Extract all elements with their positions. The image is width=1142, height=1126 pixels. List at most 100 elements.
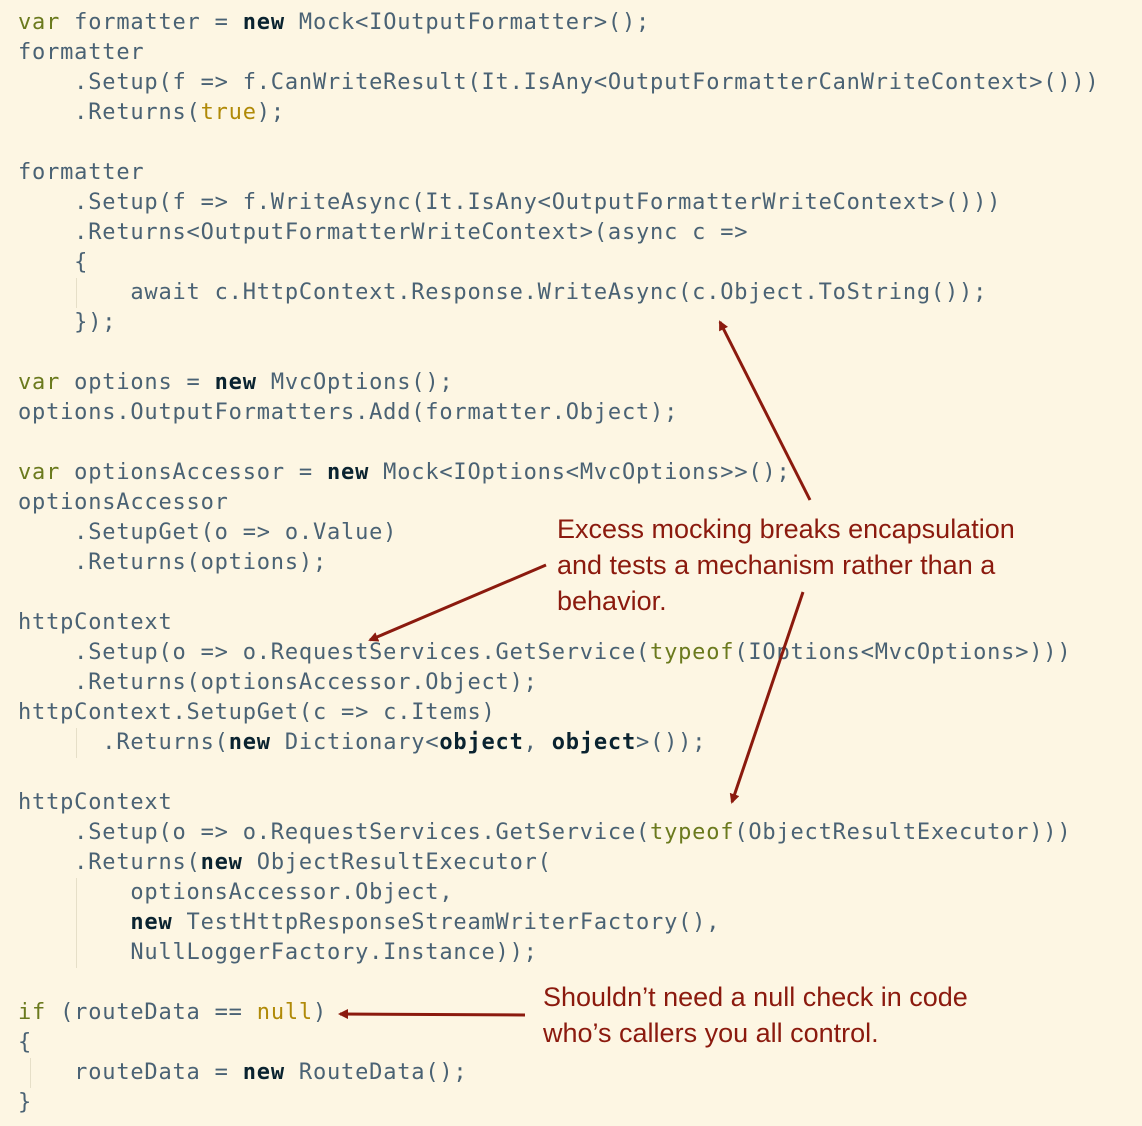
code-token: NullLoggerFactory.Instance));: [18, 940, 538, 965]
code-token-new: new: [214, 370, 257, 395]
code-token: Mock<IOptions<MvcOptions>>();: [369, 460, 791, 485]
code-token: .Returns<OutputFormatterWriteContext>(as…: [18, 220, 749, 245]
code-token-new: new: [327, 460, 370, 485]
code-token: {: [18, 250, 89, 275]
code-line: var options = new MvcOptions();: [18, 368, 1099, 398]
code-line: routeData = new RouteData();: [18, 1058, 1099, 1088]
arrow-to-request-services: [368, 563, 547, 642]
code-token: );: [256, 100, 285, 125]
code-token: ): [312, 1000, 328, 1025]
code-token: .Setup(f => f.WriteAsync(It.IsAny<Output…: [18, 190, 1002, 215]
annotation-line: Shouldn’t need a null check in code: [543, 982, 968, 1012]
code-line: optionsAccessor.Object,: [18, 878, 1099, 908]
code-line: var formatter = new Mock<IOutputFormatte…: [18, 8, 1099, 38]
code-token-kw: if: [18, 1000, 47, 1025]
code-token: >());: [636, 730, 707, 755]
code-token-kw: var: [18, 10, 61, 35]
code-token: httpContext: [18, 610, 173, 635]
arrow-to-write-async: [718, 320, 812, 501]
code-token: }: [18, 1090, 33, 1115]
code-token-lit: null: [256, 1000, 313, 1025]
code-token-new: new: [200, 850, 243, 875]
code-line: httpContext: [18, 608, 1099, 638]
code-token: httpContext: [18, 790, 173, 815]
code-token: optionsAccessor =: [60, 460, 327, 485]
code-token: .Setup(f => f.CanWriteResult(It.IsAny<Ou…: [18, 70, 1100, 95]
code-line: options.OutputFormatters.Add(formatter.O…: [18, 398, 1099, 428]
code-line: optionsAccessor: [18, 488, 1099, 518]
arrow-to-null-check: [338, 1009, 526, 1020]
code-line: .Returns(new ObjectResultExecutor(: [18, 848, 1099, 878]
code-token: formatter =: [60, 10, 243, 35]
code-line: }: [18, 1088, 1099, 1118]
code-token: .Returns(optionsAccessor.Object);: [18, 670, 538, 695]
code-line: new TestHttpResponseStreamWriterFactory(…: [18, 908, 1099, 938]
code-line: .Setup(f => f.WriteAsync(It.IsAny<Output…: [18, 188, 1099, 218]
indent-guide-lambda: [76, 278, 77, 308]
code-token-bold: object: [551, 730, 637, 755]
code-line: .Returns(true);: [18, 98, 1099, 128]
code-token: formatter: [18, 160, 145, 185]
code-token: options.OutputFormatters.Add(formatter.O…: [18, 400, 679, 425]
code-line: .Returns<OutputFormatterWriteContext>(as…: [18, 218, 1099, 248]
code-line: .Returns(options);: [18, 548, 1099, 578]
code-token: RouteData();: [284, 1060, 468, 1085]
code-token: ,: [523, 730, 552, 755]
code-token-new: new: [242, 1060, 285, 1085]
code-line: .SetupGet(o => o.Value): [18, 518, 1099, 548]
code-line: httpContext.SetupGet(c => c.Items): [18, 698, 1099, 728]
code-token: httpContext.SetupGet(c => c.Items): [18, 700, 496, 725]
code-token: formatter: [18, 40, 145, 65]
code-token: options =: [60, 370, 215, 395]
code-line: NullLoggerFactory.Instance));: [18, 938, 1099, 968]
code-token: ObjectResultExecutor(: [242, 850, 552, 875]
code-token: (ObjectResultExecutor))): [734, 820, 1072, 845]
code-token: MvcOptions();: [256, 370, 454, 395]
code-token-kw: var: [18, 370, 61, 395]
indent-guide-if-body: [30, 1058, 31, 1088]
code-token: optionsAccessor: [18, 490, 229, 515]
code-token: routeData =: [18, 1060, 243, 1085]
code-token: TestHttpResponseStreamWriterFactory(),: [172, 910, 721, 935]
annotation-line: and tests a mechanism rather than a: [557, 550, 996, 580]
code-token: optionsAccessor.Object,: [18, 880, 454, 905]
arrow-to-typeof-executor: [729, 591, 805, 804]
code-line: {: [18, 1028, 1099, 1058]
indent-guide-executor: [76, 878, 77, 968]
code-token: });: [18, 310, 117, 335]
code-line: .Returns(optionsAccessor.Object);: [18, 668, 1099, 698]
code-token: await c.HttpContext.Response.WriteAsync(…: [18, 280, 988, 305]
code-token: .Returns(: [18, 850, 201, 875]
code-token: (IOptions<MvcOptions>))): [734, 640, 1072, 665]
code-token: .SetupGet(o => o.Value): [18, 520, 398, 545]
code-token: .Setup(o => o.RequestServices.GetService…: [18, 820, 651, 845]
code-line: formatter: [18, 158, 1099, 188]
code-line: });: [18, 308, 1099, 338]
code-token: .Setup(o => o.RequestServices.GetService…: [18, 640, 651, 665]
code-token-bold: object: [439, 730, 524, 755]
code-line: {: [18, 248, 1099, 278]
code-token-type: typeof: [650, 820, 735, 845]
code-token: (routeData ==: [46, 1000, 257, 1025]
code-token: .Returns(options);: [18, 550, 327, 575]
code-token: Mock<IOutputFormatter>();: [284, 10, 651, 35]
code-line: formatter: [18, 38, 1099, 68]
code-token: .Returns(: [18, 100, 201, 125]
code-token-new: new: [228, 730, 271, 755]
annotation-excess-mocking: Excess mocking breaks encapsulation and …: [557, 511, 1015, 619]
code-token-lit: true: [200, 100, 257, 125]
code-token: .Returns(: [18, 730, 229, 755]
code-line: if (routeData == null): [18, 998, 1099, 1028]
indent-guide-dictionary: [76, 728, 77, 758]
code-block: var formatter = new Mock<IOutputFormatte…: [18, 8, 1099, 1118]
code-token: {: [18, 1030, 33, 1055]
annotation-line: behavior.: [557, 586, 667, 616]
code-line: httpContext: [18, 788, 1099, 818]
code-line: var optionsAccessor = new Mock<IOptions<…: [18, 458, 1099, 488]
code-token-type: typeof: [650, 640, 735, 665]
code-line: .Setup(o => o.RequestServices.GetService…: [18, 638, 1099, 668]
code-token-new: new: [242, 10, 285, 35]
code-line: .Returns(new Dictionary<object, object>(…: [18, 728, 1099, 758]
annotation-line: Excess mocking breaks encapsulation: [557, 514, 1015, 544]
